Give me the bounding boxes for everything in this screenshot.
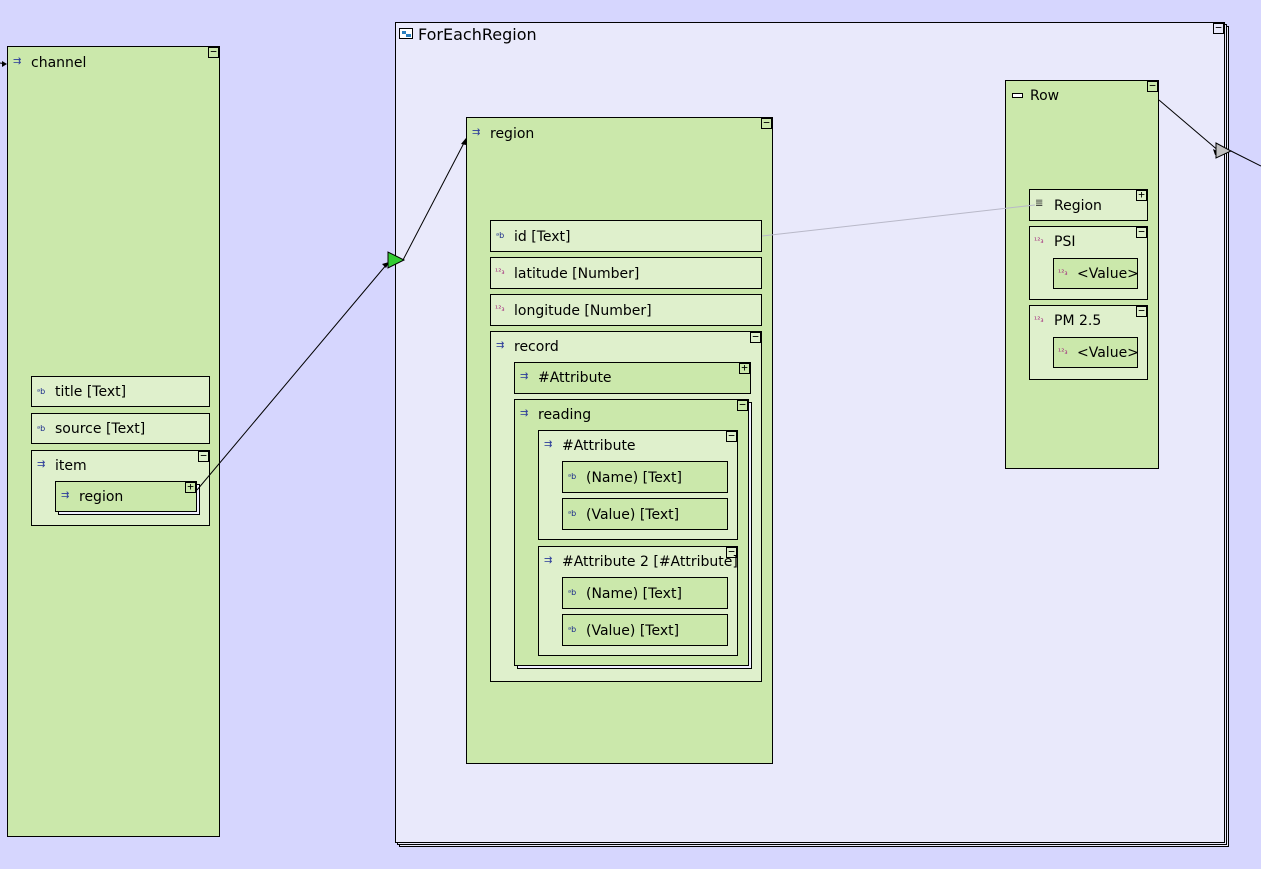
- text-type-icon: ᵃb: [37, 387, 46, 396]
- sequence-icon: ⇉: [37, 459, 46, 470]
- value-label: <Value>: [1077, 266, 1139, 282]
- collapse-button[interactable]: −: [1147, 80, 1158, 92]
- field-label: title [Text]: [55, 384, 127, 400]
- expand-button[interactable]: +: [185, 481, 196, 493]
- region-title: Region: [1054, 198, 1102, 214]
- attribute-value-field[interactable]: ᵃb (Value) [Text]: [562, 498, 728, 530]
- region-node[interactable]: ⇉ region − ᵃb id [Text] ¹²₃ latitude [Nu…: [466, 117, 773, 764]
- reading-attribute2-node[interactable]: ⇉ #Attribute 2 [#Attribute] − ᵃb (Name) …: [538, 546, 738, 656]
- collapse-button[interactable]: −: [1136, 305, 1147, 317]
- psi-title: PSI: [1054, 234, 1076, 250]
- row-node[interactable]: Row − ≣ Region + ¹²₃ PSI − ¹²₃ <Value> ¹…: [1005, 80, 1159, 469]
- sequence-icon: ⇉: [544, 555, 553, 566]
- row-psi-node[interactable]: ¹²₃ PSI − ¹²₃ <Value>: [1029, 226, 1148, 300]
- attribute-name-field[interactable]: ᵃb (Name) [Text]: [562, 461, 728, 493]
- field-label: (Name) [Text]: [586, 586, 682, 602]
- value-label: <Value>: [1077, 345, 1139, 361]
- arrowhead-icon: [382, 262, 389, 268]
- item-title: item: [55, 458, 87, 474]
- number-type-icon: ¹²₃: [1058, 268, 1068, 277]
- collapse-button[interactable]: −: [737, 399, 748, 411]
- loop-frame-icon: [399, 28, 413, 39]
- sequence-icon: ⇉: [544, 439, 553, 450]
- record-attribute-node[interactable]: ⇉ #Attribute +: [514, 362, 751, 394]
- row-pm25-node[interactable]: ¹²₃ PM 2.5 − ¹²₃ <Value>: [1029, 305, 1148, 380]
- wire-item-region-to-foreach: [196, 263, 388, 491]
- attribute-value-field[interactable]: ᵃb (Value) [Text]: [562, 614, 728, 646]
- foreach-title: ForEachRegion: [418, 25, 537, 44]
- field-label: longitude [Number]: [514, 303, 652, 319]
- row-title: Row: [1030, 88, 1060, 104]
- reading-node[interactable]: ⇉ reading − ⇉ #Attribute − ᵃb (Name) [Te…: [514, 399, 749, 666]
- wire-incoming-channel: [0, 62, 7, 65]
- field-label: source [Text]: [55, 421, 146, 437]
- sequence-icon: ⇉: [520, 371, 529, 382]
- reading-title: reading: [538, 407, 592, 423]
- field-label: (Value) [Text]: [586, 623, 680, 639]
- channel-title: channel: [31, 55, 87, 71]
- collapse-button[interactable]: −: [750, 331, 761, 343]
- field-longitude[interactable]: ¹²₃ longitude [Number]: [490, 294, 762, 326]
- text-type-icon: ᵃb: [568, 588, 577, 597]
- row-region-field[interactable]: ≣ Region +: [1029, 189, 1148, 221]
- sequence-icon: ⇉: [520, 408, 529, 419]
- region-title: region: [79, 489, 124, 505]
- attribute-title: #Attribute: [562, 438, 636, 454]
- item-node[interactable]: ⇉ item − ⇉ region +: [31, 450, 210, 526]
- sequence-icon: ⇉: [61, 490, 70, 501]
- region-title: region: [490, 126, 535, 142]
- number-type-icon: ¹²₃: [495, 267, 505, 276]
- sequence-icon: ⇉: [496, 340, 505, 351]
- number-type-icon: ¹²₃: [1058, 347, 1068, 356]
- text-type-icon: ᵃb: [568, 472, 577, 481]
- collapse-button[interactable]: −: [1136, 226, 1147, 238]
- wire-output-continues: [1230, 150, 1261, 167]
- channel-node[interactable]: ⇉ channel − ᵃb title [Text] ᵃb source [T…: [7, 46, 220, 837]
- record-title: record: [514, 339, 559, 355]
- expand-button[interactable]: +: [739, 362, 750, 374]
- attribute-name-field[interactable]: ᵃb (Name) [Text]: [562, 577, 728, 609]
- field-label: id [Text]: [514, 229, 571, 245]
- text-type-icon: ᵃb: [496, 231, 505, 240]
- psi-value-field[interactable]: ¹²₃ <Value>: [1053, 258, 1139, 289]
- field-label: (Name) [Text]: [586, 470, 682, 486]
- collapse-button[interactable]: −: [198, 450, 209, 462]
- collapse-button[interactable]: −: [726, 430, 737, 442]
- number-type-icon: ¹²₃: [495, 304, 505, 313]
- collapse-button[interactable]: −: [761, 117, 772, 129]
- attribute-title: #Attribute: [538, 370, 612, 386]
- text-type-icon: ᵃb: [568, 509, 577, 518]
- record-node[interactable]: ⇉ record − ⇉ #Attribute + ⇉ reading − ⇉ …: [490, 331, 762, 682]
- row-icon: [1012, 93, 1023, 98]
- text-type-icon: ᵃb: [568, 625, 577, 634]
- collapse-button[interactable]: −: [208, 46, 219, 58]
- pm25-value-field[interactable]: ¹²₃ <Value>: [1053, 337, 1139, 368]
- expand-button[interactable]: +: [1136, 189, 1147, 201]
- field-id[interactable]: ᵃb id [Text]: [490, 220, 762, 252]
- collapse-button[interactable]: −: [726, 546, 737, 558]
- number-type-icon: ¹²₃: [1034, 236, 1044, 245]
- field-title[interactable]: ᵃb title [Text]: [31, 376, 210, 407]
- sequence-icon: ⇉: [13, 56, 22, 67]
- attribute-title: #Attribute 2 [#Attribute]: [562, 554, 738, 570]
- reading-attribute-node[interactable]: ⇉ #Attribute − ᵃb (Name) [Text] ᵃb (Valu…: [538, 430, 738, 540]
- field-label: latitude [Number]: [514, 266, 640, 282]
- field-latitude[interactable]: ¹²₃ latitude [Number]: [490, 257, 762, 289]
- field-label: (Value) [Text]: [586, 507, 680, 523]
- pm25-title: PM 2.5: [1054, 313, 1102, 329]
- collapse-button[interactable]: −: [1213, 22, 1224, 34]
- sequence-icon: ⇉: [472, 127, 481, 138]
- text-type-icon: ᵃb: [37, 424, 46, 433]
- field-source[interactable]: ᵃb source [Text]: [31, 413, 210, 444]
- number-type-icon: ¹²₃: [1034, 315, 1044, 324]
- item-region-node[interactable]: ⇉ region +: [55, 481, 197, 512]
- string-list-icon: ≣: [1035, 198, 1044, 209]
